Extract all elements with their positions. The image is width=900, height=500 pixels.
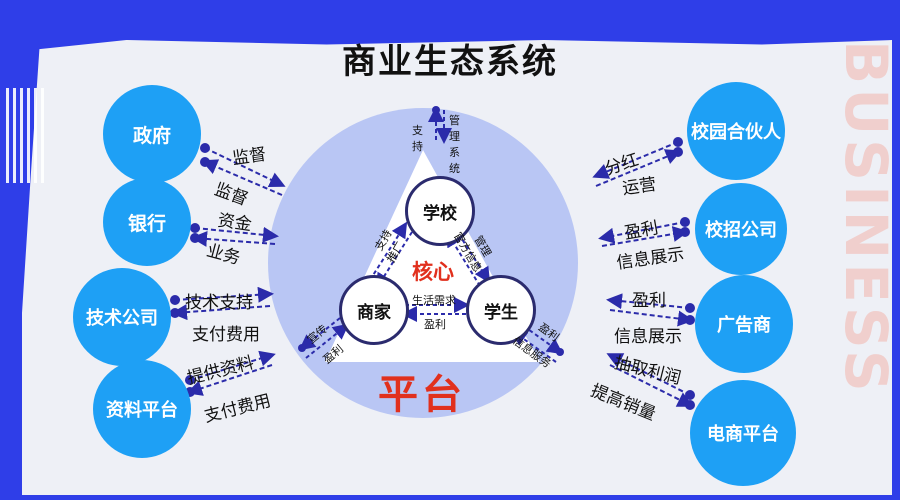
core-label: 核心	[412, 260, 454, 284]
label-tech-bottom: 支付费用	[192, 325, 260, 345]
platform-label: 平台	[378, 372, 466, 418]
label-merchant-student-profit: 盈利	[424, 318, 446, 331]
node-government: 政府	[103, 85, 201, 183]
label-school-management: 管理系统	[449, 114, 460, 175]
label-school-support: 支持	[412, 124, 423, 153]
inner-node-school: 学校	[405, 176, 475, 246]
node-ecommerce: 电商平台	[690, 380, 796, 486]
watermark-text: BUSINESS	[832, 40, 900, 396]
node-tech-company: 技术公司	[73, 268, 171, 366]
label-partner-bottom: 运营	[621, 174, 658, 200]
node-campus-partner: 校园合伙人	[687, 82, 785, 180]
node-bank: 银行	[103, 178, 191, 266]
page-title: 商业生态系统	[342, 42, 558, 82]
label-bank-top: 资金	[216, 210, 253, 236]
node-advertiser: 广告商	[695, 275, 793, 373]
label-merchant-student-needs: 生活需求	[412, 294, 456, 307]
label-ad-bottom: 信息展示	[614, 327, 682, 347]
inner-node-merchant: 商家	[339, 275, 409, 345]
inner-node-student: 学生	[466, 275, 536, 345]
label-gov-top: 监督	[231, 144, 268, 170]
node-recruit-company: 校招公司	[695, 183, 787, 275]
decorative-stripes	[6, 88, 44, 183]
label-ad-top: 盈利	[632, 291, 666, 311]
node-materials-platform: 资料平台	[93, 360, 191, 458]
label-tech-top: 技术支持	[185, 293, 253, 313]
